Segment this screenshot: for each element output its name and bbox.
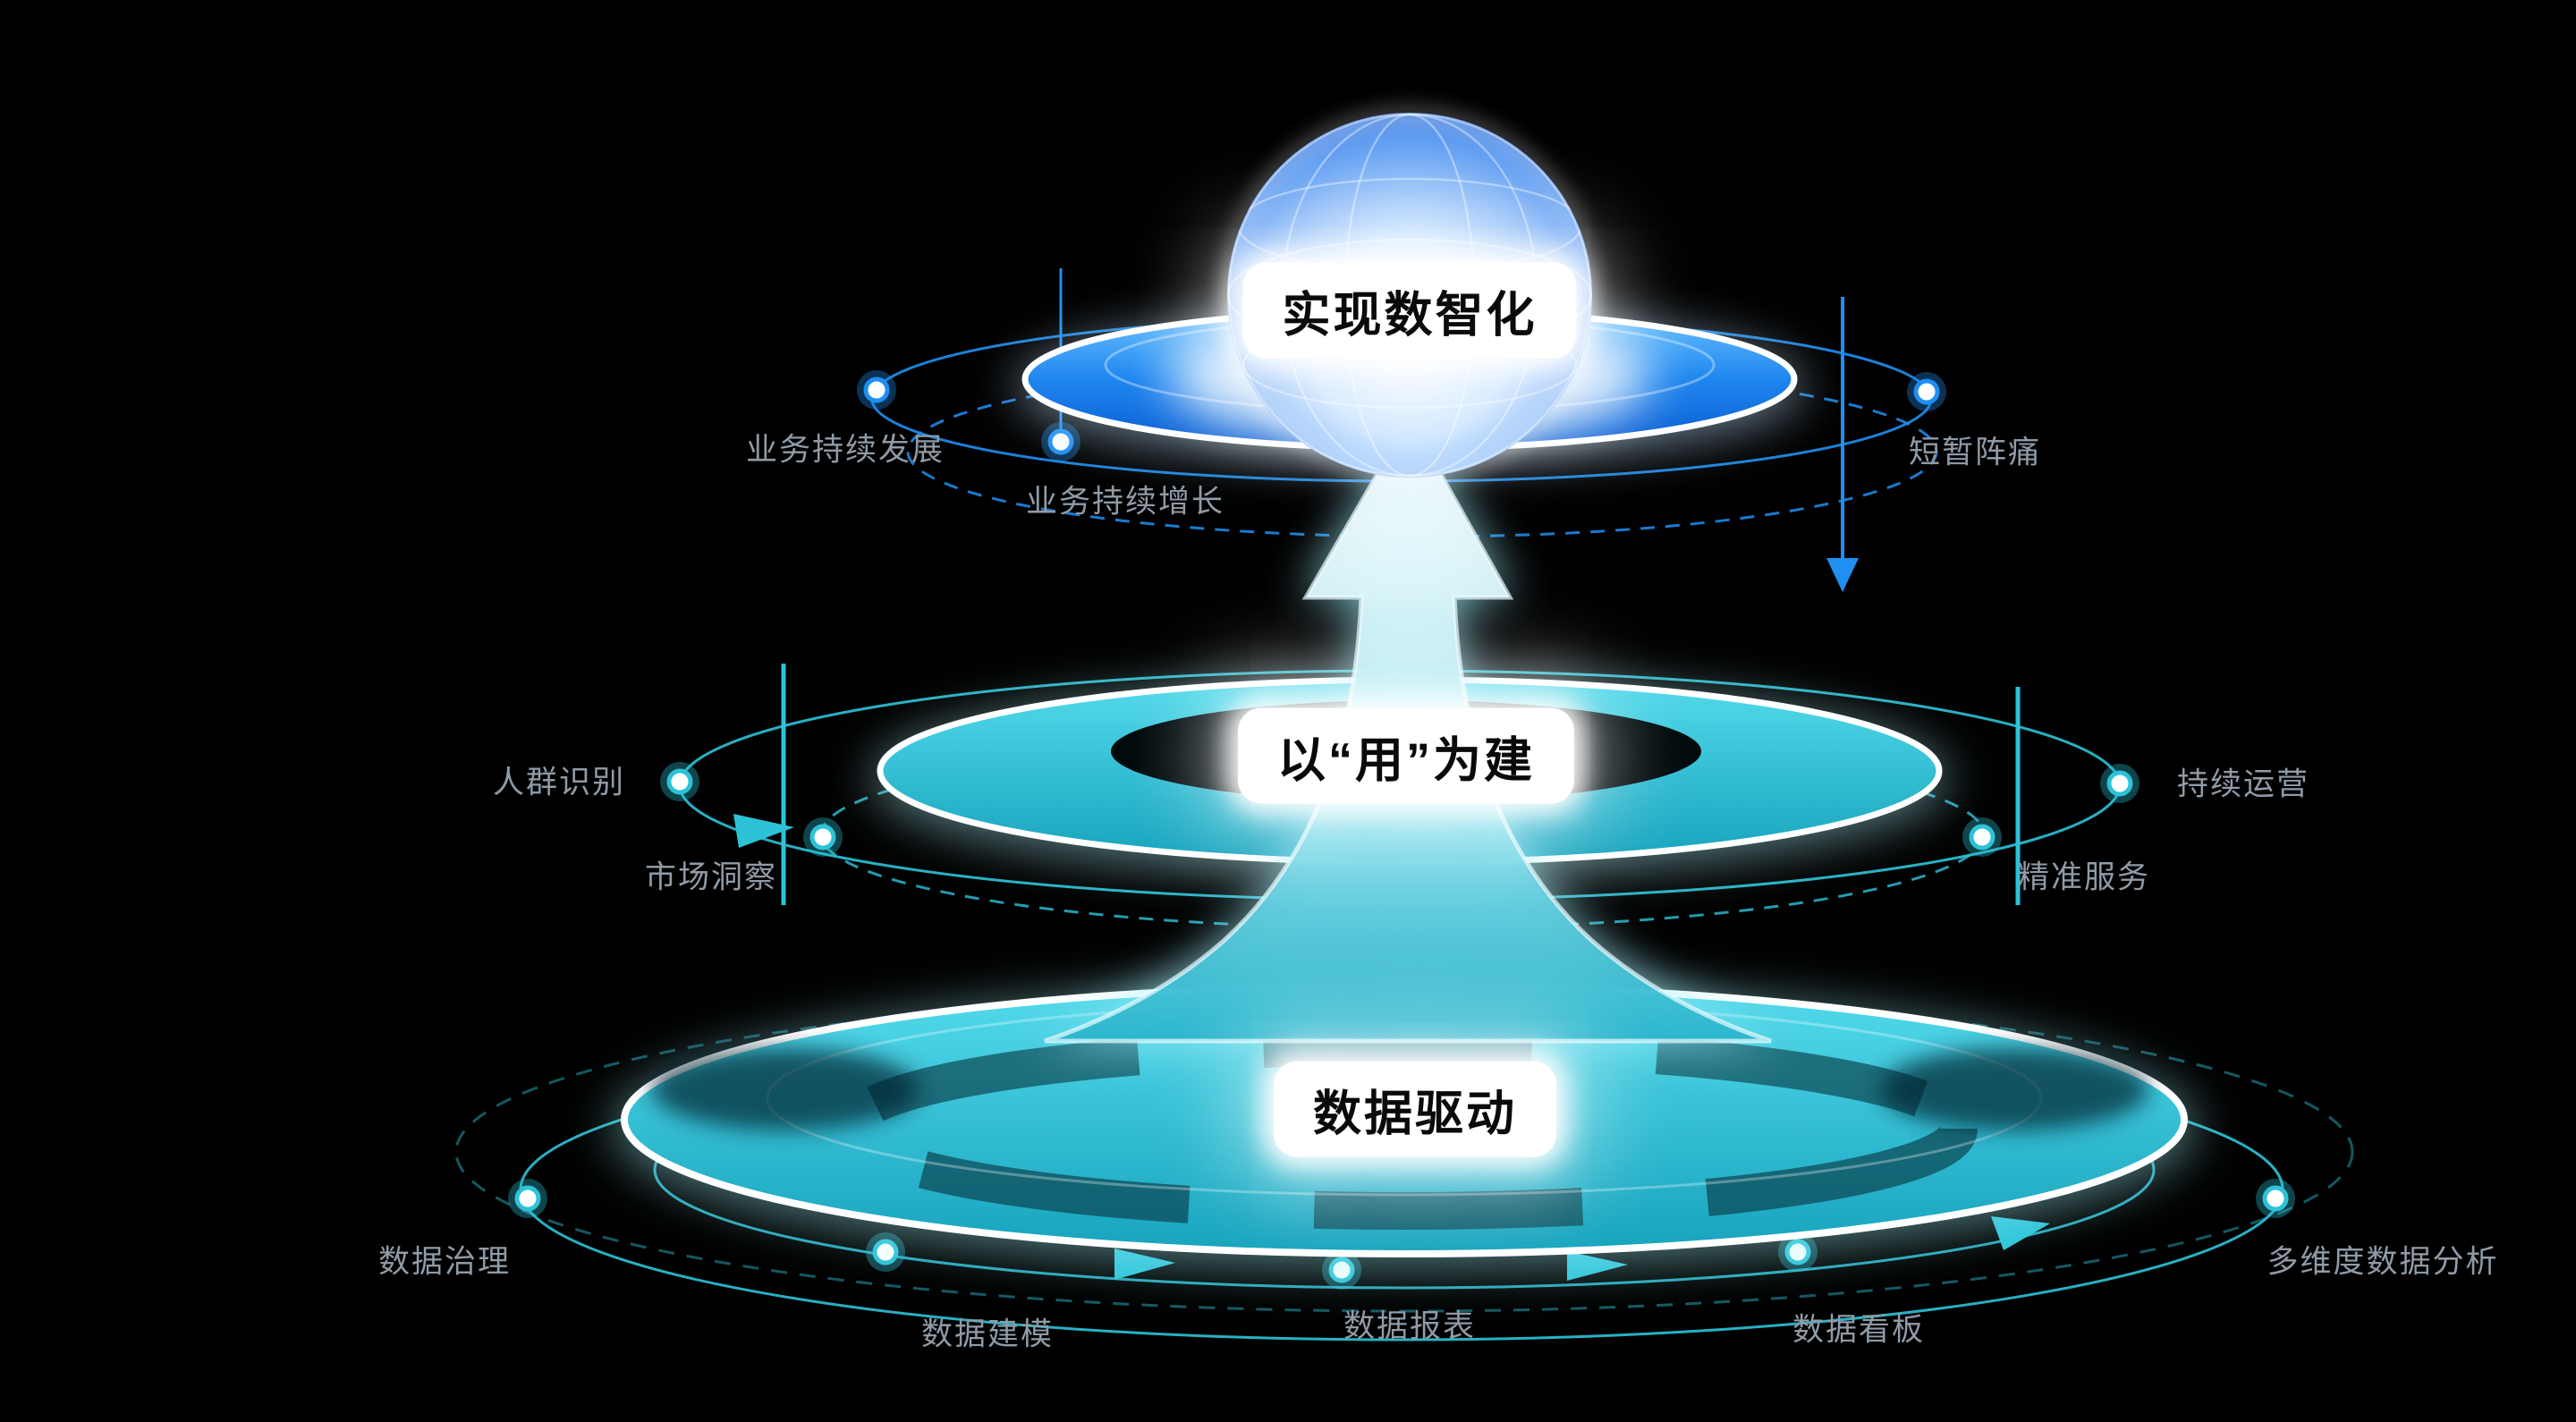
ring-label: 市场洞察 (644, 859, 778, 895)
ring-node (857, 370, 896, 410)
middle-flow-arrows (733, 814, 794, 848)
ring-label: 短暂阵痛 (1908, 435, 2042, 470)
arrow-right-icon (733, 814, 794, 848)
ring-label: 数据看板 (1792, 1312, 1926, 1348)
ring-node (2256, 1179, 2295, 1218)
level-title-top: 实现数智化 (1242, 262, 1577, 359)
ring-node (1041, 422, 1080, 461)
ring-label: 业务持续发展 (745, 432, 945, 468)
ring-node (2100, 764, 2140, 803)
ring-label: 人群识别 (492, 765, 626, 800)
middle-ring-nodes (660, 762, 2140, 857)
bottom-drop-lines (1282, 1250, 1876, 1422)
ring-label: 多维度数据分析 (2267, 1244, 2499, 1280)
ring-node (660, 762, 699, 801)
ring-label: 数据治理 (377, 1244, 512, 1280)
ring-label: 业务持续增长 (1025, 484, 1225, 520)
ring-label: 精准服务 (2017, 859, 2151, 895)
ring-node (866, 1232, 905, 1272)
ring-node (1907, 372, 1946, 411)
level-title-middle: 以“用”为建 (1238, 707, 1574, 804)
top-ring-nodes (857, 370, 1946, 461)
ring-label: 数据建模 (920, 1316, 1055, 1352)
ring-label: 持续运营 (2176, 766, 2310, 802)
ring-node (508, 1179, 547, 1218)
ring-node (803, 817, 843, 857)
level-title-bottom: 数据驱动 (1274, 1061, 1556, 1157)
bottom-ring-nodes (508, 1179, 2295, 1290)
arrow-down-icon (1826, 558, 1859, 592)
arrow-right-icon (1991, 1216, 2050, 1250)
ring-label: 数据报表 (1343, 1308, 1477, 1344)
middle-drop-lines (781, 664, 2021, 905)
ring-node (1962, 817, 2002, 857)
